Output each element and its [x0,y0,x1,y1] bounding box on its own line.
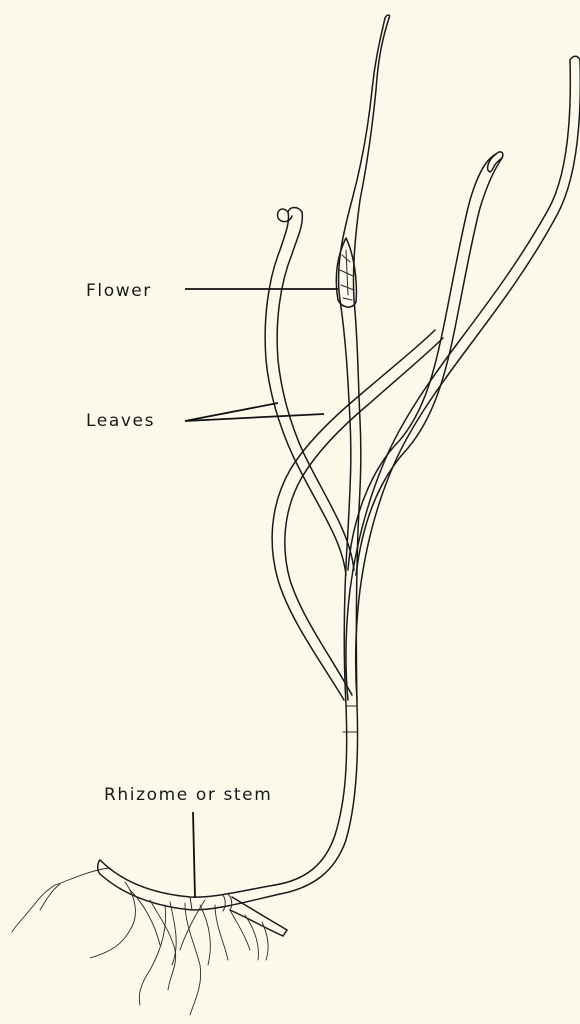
rhizome-label: Rhizome or stem [104,785,272,805]
leaf-left-curling [265,208,354,576]
stem [275,705,358,894]
leaf-right-short [348,152,503,575]
roots [12,868,268,1015]
leaf-right-long [346,56,580,700]
leader-lines [185,289,338,898]
leaves-label: Leaves [86,411,155,431]
rhizome [98,860,287,936]
flower-label: Flower [86,281,152,301]
rhizome-leader-line [193,812,195,898]
flower-stalk [339,15,390,705]
